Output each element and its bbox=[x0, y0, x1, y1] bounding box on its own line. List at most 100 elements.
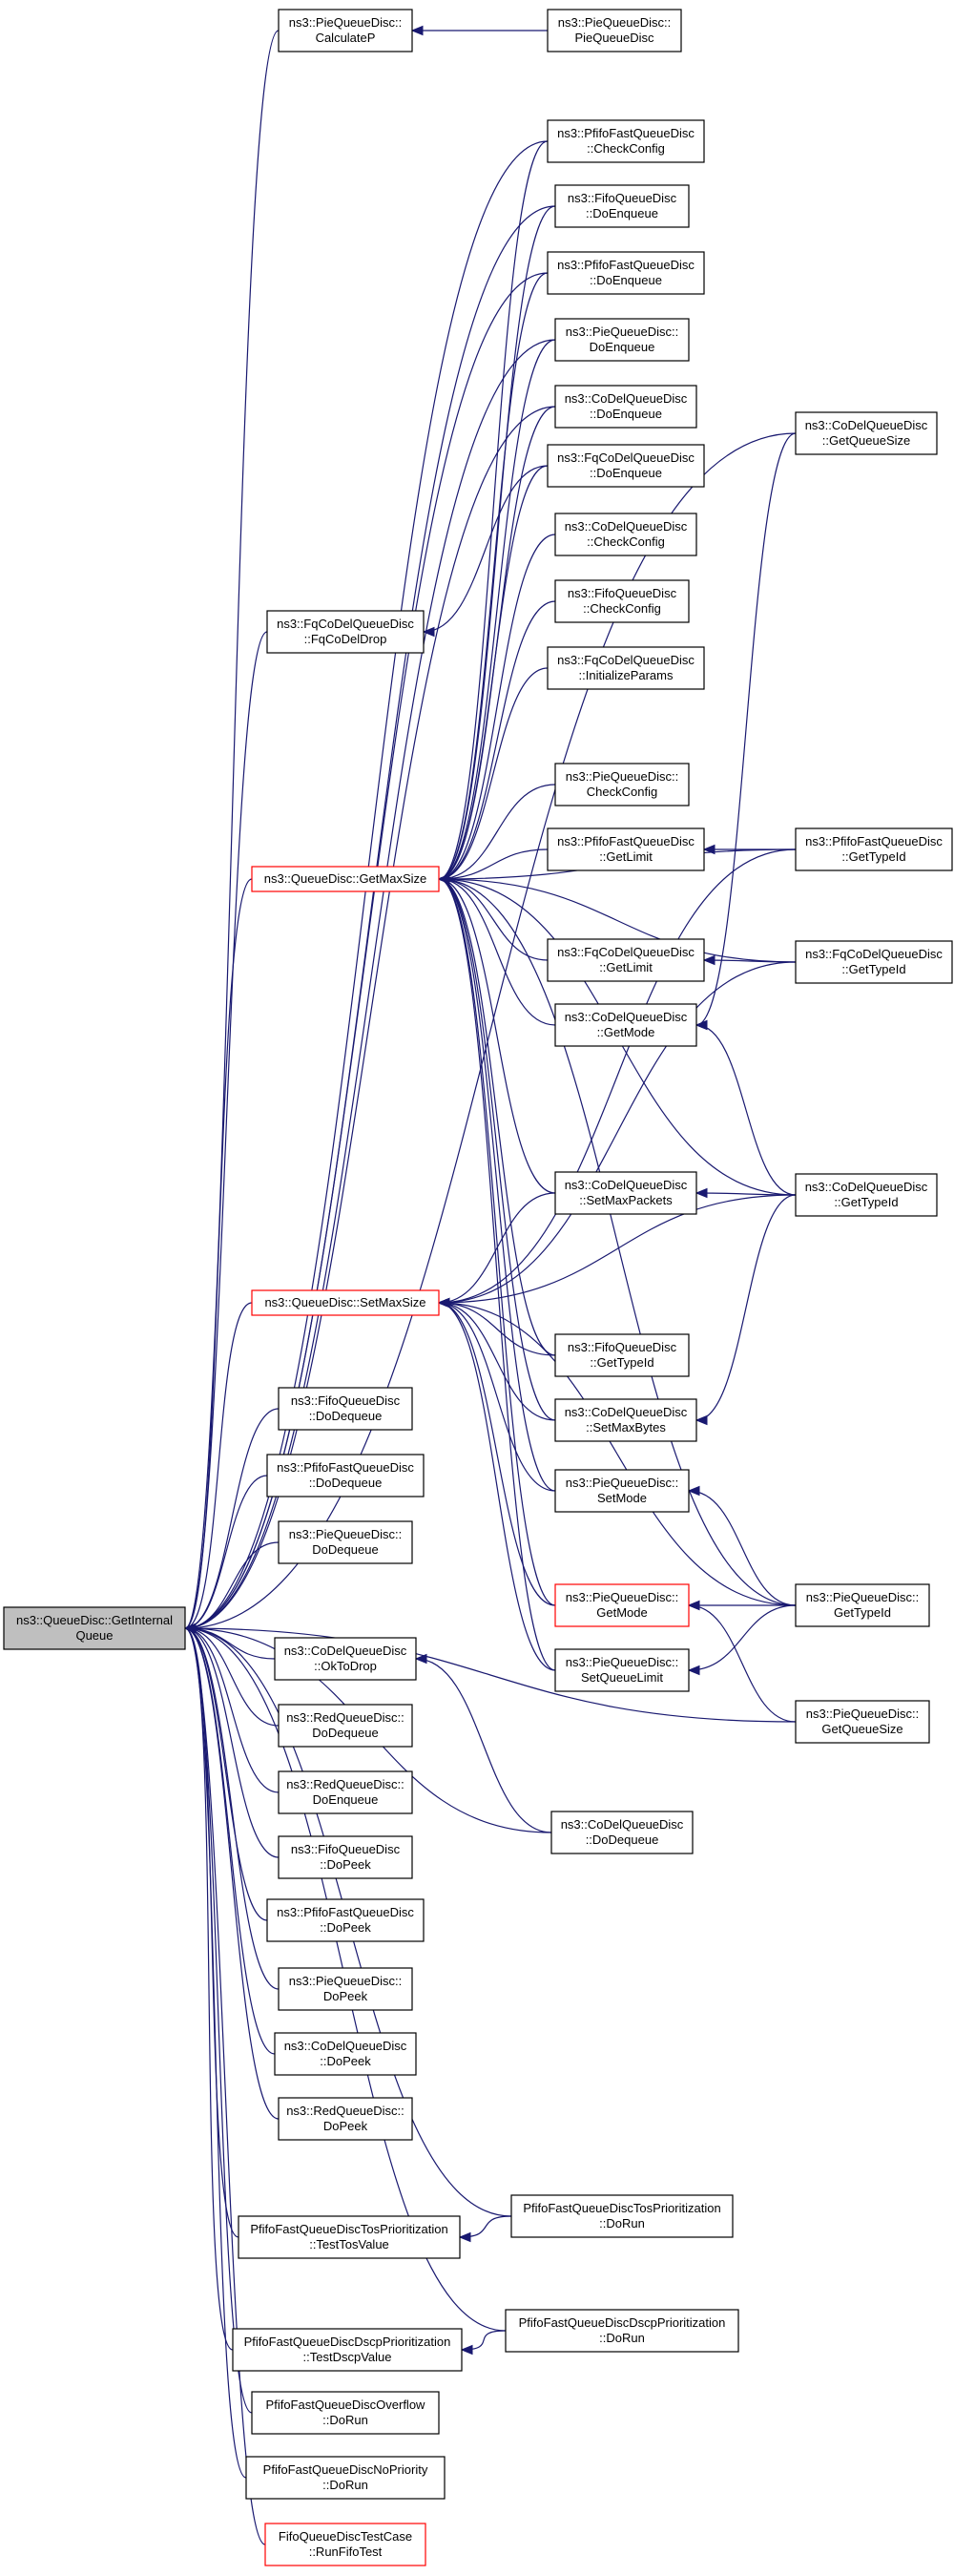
node-pie-setmode[interactable]: ns3::PieQueueDisc::SetMode bbox=[554, 1469, 690, 1513]
node-box bbox=[547, 938, 705, 982]
node-label: ::DoEnqueue bbox=[586, 206, 658, 220]
node-label: ns3::FqCoDelQueueDisc bbox=[277, 617, 414, 631]
node-codel-dodequeue[interactable]: ns3::CoDelQueueDisc::DoDequeue bbox=[550, 1811, 694, 1854]
node-box bbox=[795, 411, 938, 455]
node-overflow-dorun[interactable]: PfifoFastQueueDiscOverflow::DoRun bbox=[251, 2391, 440, 2435]
edge-arrowhead bbox=[687, 1665, 700, 1676]
node-pie-doenqueue[interactable]: ns3::PieQueueDisc::DoEnqueue bbox=[554, 318, 690, 362]
node-label: ::DoEnqueue bbox=[590, 407, 662, 421]
node-box bbox=[505, 2309, 739, 2353]
node-label: ns3::CoDelQueueDisc bbox=[565, 1405, 688, 1419]
edge-arrowhead bbox=[702, 844, 716, 855]
node-pie-setqueuelimit[interactable]: ns3::PieQueueDisc::SetQueueLimit bbox=[554, 1648, 690, 1692]
node-label: ::TestTosValue bbox=[309, 2237, 389, 2251]
node-pie-checkconfig[interactable]: ns3::PieQueueDisc::CheckConfig bbox=[554, 763, 690, 806]
edge-arrowhead bbox=[410, 25, 424, 36]
node-pie-getmode[interactable]: ns3::PieQueueDisc::GetMode bbox=[554, 1583, 690, 1627]
edge-pie-setqueuelimit-to-getmaxsize bbox=[438, 878, 556, 1671]
node-codel-doenqueue[interactable]: ns3::CoDelQueueDisc::DoEnqueue bbox=[554, 385, 697, 429]
node-label: PfifoFastQueueDiscOverflow bbox=[266, 2398, 426, 2412]
node-box bbox=[547, 646, 705, 690]
node-pie-calcp[interactable]: ns3::PieQueueDisc::CalculateP bbox=[278, 9, 413, 52]
node-pf-getlimit[interactable]: ns3::PfifoFastQueueDisc::GetLimit bbox=[547, 827, 705, 871]
node-pf-dodequeue[interactable]: ns3::PfifoFastQueueDisc::DoDequeue bbox=[266, 1454, 425, 1497]
edge-arrowhead bbox=[702, 954, 716, 966]
node-red-dodequeue[interactable]: ns3::RedQueueDisc::DoDequeue bbox=[278, 1704, 413, 1748]
node-fifotest-runfifotest[interactable]: FifoQueueDiscTestCase::RunFifoTest bbox=[264, 2523, 426, 2566]
node-label: ::DoPeek bbox=[320, 1857, 371, 1872]
node-label: SetMode bbox=[597, 1491, 647, 1505]
node-fifo-dodequeue[interactable]: ns3::FifoQueueDisc::DoDequeue bbox=[278, 1387, 413, 1431]
edge-codel-checkconfig-to-getmaxsize bbox=[438, 534, 556, 880]
node-nopriority-dorun[interactable]: PfifoFastQueueDiscNoPriority::DoRun bbox=[245, 2456, 446, 2500]
node-box bbox=[795, 1700, 930, 1744]
edge-pie-gettypeid-to-setmaxsize bbox=[438, 1302, 797, 1606]
node-dscp-dorun[interactable]: PfifoFastQueueDiscDscpPrioritization::Do… bbox=[505, 2309, 739, 2353]
node-pie-gettypeid[interactable]: ns3::PieQueueDisc::GetTypeId bbox=[795, 1583, 930, 1627]
node-pie-getqueuesize[interactable]: ns3::PieQueueDisc::GetQueueSize bbox=[795, 1700, 930, 1744]
node-fifo-doenqueue[interactable]: ns3::FifoQueueDisc::DoEnqueue bbox=[554, 184, 690, 228]
node-label: ns3::QueueDisc::SetMaxSize bbox=[264, 1295, 425, 1309]
node-getmaxsize[interactable]: ns3::QueueDisc::GetMaxSize bbox=[251, 866, 440, 892]
node-pf-checkconfig[interactable]: ns3::PfifoFastQueueDisc::CheckConfig bbox=[547, 119, 705, 163]
node-box bbox=[278, 1770, 413, 1814]
edge-pie-doenqueue-to-root bbox=[184, 339, 556, 1629]
node-box bbox=[278, 2097, 413, 2141]
node-fifo-dopeek[interactable]: ns3::FifoQueueDisc::DoPeek bbox=[278, 1835, 413, 1879]
node-fq-initparams[interactable]: ns3::FqCoDelQueueDisc::InitializeParams bbox=[547, 646, 705, 690]
node-box bbox=[510, 2194, 734, 2238]
node-fq-getlimit[interactable]: ns3::FqCoDelQueueDisc::GetLimit bbox=[547, 938, 705, 982]
node-label: ::DoDequeue bbox=[309, 1409, 383, 1423]
node-pf-dopeek[interactable]: ns3::PfifoFastQueueDisc::DoPeek bbox=[266, 1898, 425, 1942]
edge-fq-gettypeid-to-setmaxsize bbox=[438, 961, 797, 1304]
edge-dscp-testdscpvalue-to-root bbox=[184, 1627, 234, 2351]
node-pie-dopeek[interactable]: ns3::PieQueueDisc::DoPeek bbox=[278, 1967, 413, 2011]
edge-fifo-dodequeue-to-root bbox=[184, 1408, 280, 1629]
node-codel-gettypeid[interactable]: ns3::CoDelQueueDisc::GetTypeId bbox=[795, 1173, 938, 1217]
edge-red-dopeek-to-root bbox=[184, 1627, 280, 2120]
node-codel-dopeek[interactable]: ns3::CoDelQueueDisc::DoPeek bbox=[274, 2032, 417, 2076]
node-red-doenqueue[interactable]: ns3::RedQueueDisc::DoEnqueue bbox=[278, 1770, 413, 1814]
node-box bbox=[278, 1520, 413, 1564]
node-red-dopeek[interactable]: ns3::RedQueueDisc::DoPeek bbox=[278, 2097, 413, 2141]
node-label: ns3::FifoQueueDisc bbox=[568, 586, 677, 600]
node-box bbox=[554, 318, 690, 362]
node-label: FifoQueueDiscTestCase bbox=[279, 2529, 412, 2544]
node-label: ns3::PfifoFastQueueDisc bbox=[557, 258, 695, 272]
node-dscp-testdscpvalue[interactable]: PfifoFastQueueDiscDscpPrioritization::Te… bbox=[232, 2328, 463, 2372]
node-label: ::DoRun bbox=[599, 2216, 645, 2230]
node-label: ::DoDequeue bbox=[586, 1833, 659, 1847]
edge-pf-doenqueue-to-getmaxsize bbox=[438, 272, 549, 880]
node-codel-setmaxpackets[interactable]: ns3::CoDelQueueDisc::SetMaxPackets bbox=[554, 1171, 697, 1215]
node-fq-doenqueue[interactable]: ns3::FqCoDelQueueDisc::DoEnqueue bbox=[547, 444, 705, 488]
edge-codel-gettypeid-to-setmaxsize bbox=[438, 1194, 797, 1304]
node-setmaxsize[interactable]: ns3::QueueDisc::SetMaxSize bbox=[251, 1289, 440, 1316]
node-pf-doenqueue[interactable]: ns3::PfifoFastQueueDisc::DoEnqueue bbox=[547, 251, 705, 295]
node-codel-setmaxbytes[interactable]: ns3::CoDelQueueDisc::SetMaxBytes bbox=[554, 1398, 697, 1442]
node-codel-getqueuesize[interactable]: ns3::CoDelQueueDisc::GetQueueSize bbox=[795, 411, 938, 455]
node-label: ns3::FqCoDelQueueDisc bbox=[557, 450, 695, 465]
node-fqdrop[interactable]: ns3::FqCoDelQueueDisc::FqCoDelDrop bbox=[266, 610, 425, 654]
node-codel-oktodrop[interactable]: ns3::CoDelQueueDisc::OkToDrop bbox=[274, 1637, 417, 1681]
node-box bbox=[278, 1967, 413, 2011]
node-label: ns3::CoDelQueueDisc bbox=[561, 1817, 684, 1832]
node-label: ns3::FifoQueueDisc bbox=[568, 191, 677, 205]
node-label: ns3::PieQueueDisc:: bbox=[566, 1655, 679, 1669]
node-pf-gettypeid[interactable]: ns3::PfifoFastQueueDisc::GetTypeId bbox=[795, 827, 953, 871]
node-label: ns3::FqCoDelQueueDisc bbox=[557, 945, 695, 959]
node-fifo-gettypeid[interactable]: ns3::FifoQueueDisc::GetTypeId bbox=[554, 1333, 690, 1377]
node-fq-gettypeid[interactable]: ns3::FqCoDelQueueDisc::GetTypeId bbox=[795, 940, 953, 984]
node-box bbox=[554, 579, 690, 623]
node-pie-ctor[interactable]: ns3::PieQueueDisc::PieQueueDisc bbox=[547, 9, 682, 52]
node-tos-dorun[interactable]: PfifoFastQueueDiscTosPrioritization::DoR… bbox=[510, 2194, 734, 2238]
node-fifo-checkconfig[interactable]: ns3::FifoQueueDisc::CheckConfig bbox=[554, 579, 690, 623]
node-pie-dodequeue[interactable]: ns3::PieQueueDisc::DoDequeue bbox=[278, 1520, 413, 1564]
node-tos-testtosvalue[interactable]: PfifoFastQueueDiscTosPrioritization::Tes… bbox=[238, 2215, 461, 2259]
edge-arrowhead bbox=[695, 1019, 708, 1031]
edge-fq-gettypeid-to-getmaxsize bbox=[438, 878, 797, 963]
edge-codel-setmaxbytes-to-setmaxsize bbox=[438, 1302, 556, 1421]
node-box bbox=[554, 1003, 697, 1047]
node-codel-checkconfig[interactable]: ns3::CoDelQueueDisc::CheckConfig bbox=[554, 513, 697, 556]
node-codel-getmode[interactable]: ns3::CoDelQueueDisc::GetMode bbox=[554, 1003, 697, 1047]
